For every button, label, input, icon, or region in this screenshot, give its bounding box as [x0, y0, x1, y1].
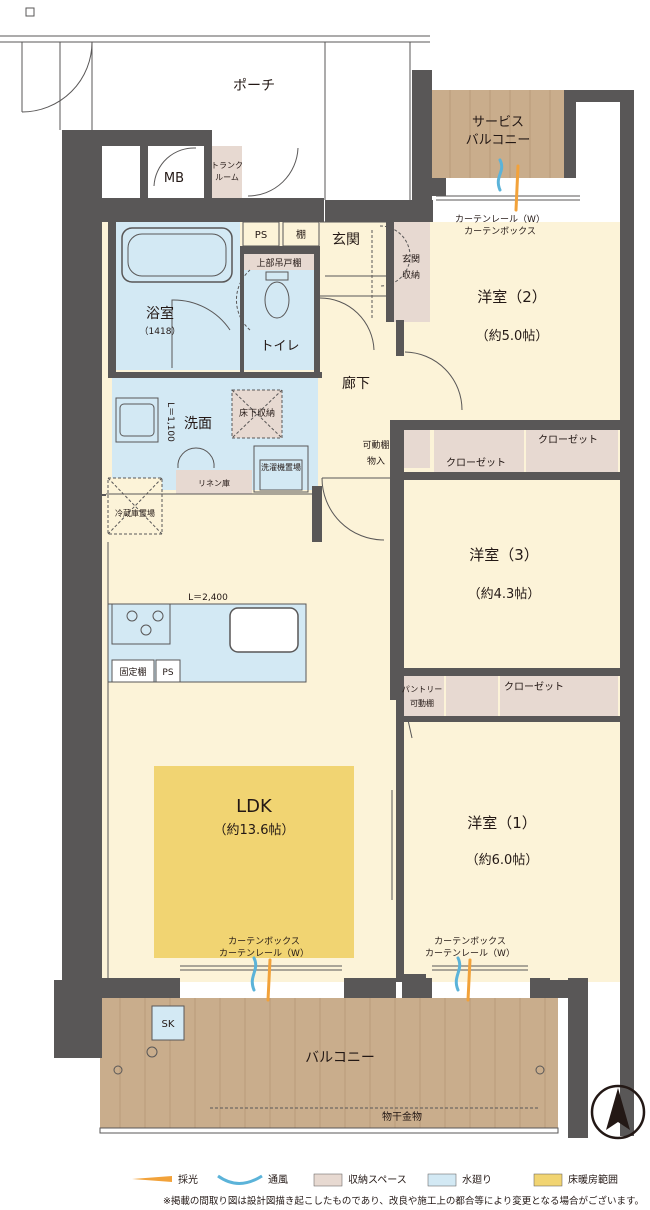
shelf-top-label: 棚 — [296, 228, 306, 241]
balcony-label: バルコニー — [305, 1050, 375, 1066]
closet-c-label: クローゼット — [504, 681, 564, 693]
balcony-rail — [99, 1127, 559, 1134]
curtain-western1-label-2: カーテンレール（W） — [425, 948, 515, 959]
curtain-western1-label-1: カーテンボックス — [434, 936, 506, 947]
underfloor-storage-label: 床下収納 — [239, 407, 275, 419]
mb-label: MB — [164, 171, 184, 186]
legend: 採光 通風 収納スペース 水廻り 床暖房範囲 — [132, 1173, 618, 1187]
service-balcony-grain — [449, 90, 551, 178]
balcony-grain — [119, 998, 546, 1128]
closet-a-floor — [434, 428, 524, 472]
legend-water-swatch — [427, 1173, 457, 1187]
toilet-bowl — [264, 281, 290, 319]
pantry-label-1: パントリー — [402, 685, 442, 694]
ps-kitchen-label: PS — [162, 668, 173, 678]
washer-area-label: 洗濯機置場 — [261, 462, 301, 472]
closet-a-label: クローゼット — [446, 457, 506, 469]
upper-cabinet-band — [244, 254, 314, 270]
service-balcony-label-2: バルコニー — [466, 133, 531, 148]
fridge-area-label: 冷蔵庫置場 — [115, 508, 155, 518]
entrance-dashes — [371, 225, 411, 320]
walls — [54, 70, 634, 1138]
legend-floor-heating-swatch — [533, 1173, 563, 1187]
closet-b-floor — [526, 428, 618, 472]
drain-left — [113, 1065, 123, 1075]
washer-pan — [253, 445, 309, 493]
bathtub — [121, 227, 233, 283]
western2-label: 洋室（2） — [477, 288, 547, 306]
closet-c-b-floor — [500, 676, 618, 716]
porch-outline — [0, 7, 430, 200]
trunk-room-label-2: ルーム — [215, 173, 239, 182]
hallway-label: 廊下 — [342, 375, 370, 392]
north-arrow-icon — [590, 1084, 646, 1140]
stove-icon — [111, 603, 171, 645]
sk-label: SK — [162, 1019, 175, 1030]
western3-label: 洋室（3） — [469, 546, 539, 564]
drying-hardware-label: 物干金物 — [382, 1110, 422, 1123]
western2-size-label: （約5.0帖） — [476, 329, 549, 344]
legend-daylight-label: 採光 — [178, 1173, 198, 1186]
trunk-room-label-1: トランク — [211, 161, 243, 170]
bath-size-label: （1418） — [140, 326, 181, 337]
movable-shelf-storage-label-2: 物入 — [367, 455, 385, 467]
ldk-label: LDK — [236, 796, 273, 817]
l-dim-vertical-label: L＝1,100 — [165, 402, 175, 442]
entrance-storage-floor — [392, 222, 430, 322]
ldk-size-label: （約13.6帖） — [214, 823, 295, 838]
kitchen-length-label: L＝2,400 — [188, 593, 228, 603]
door-swings — [153, 147, 463, 739]
western1-size-label: （約6.0帖） — [466, 853, 539, 868]
porch-label: ポーチ — [233, 78, 275, 94]
service-balcony-floor — [432, 90, 564, 178]
curtain-top-label-1: カーテンレール（W） — [455, 214, 545, 225]
toilet-label: トイレ — [260, 339, 299, 354]
sk-box — [151, 1005, 185, 1041]
bath-label: 浴室 — [146, 305, 174, 322]
kitchen-sink — [229, 607, 299, 653]
movable-shelf-storage-floor — [400, 430, 430, 468]
legend-storage-label: 収納スペース — [348, 1173, 407, 1186]
pantry-floor — [400, 676, 444, 716]
pantry-label-2: 可動棚 — [410, 698, 434, 708]
western3-size-label: （約4.3帖） — [468, 587, 541, 602]
thin-lines — [106, 221, 393, 978]
curtain-rails — [180, 195, 580, 971]
legend-daylight-swatch — [132, 1176, 172, 1182]
ventilation-arrows — [250, 158, 504, 992]
entrance-storage-label-2: 収納 — [402, 269, 420, 281]
fixed-shelf-label: 固定棚 — [119, 666, 146, 678]
closet-c-a-floor — [446, 676, 498, 716]
entrance-storage-label-1: 玄関 — [402, 253, 420, 265]
movable-shelf-storage-label-1: 可動棚 — [362, 439, 389, 451]
toilet-tank — [265, 271, 289, 281]
washroom-label: 洗面 — [184, 416, 212, 432]
upper-cabinet-label: 上部吊戸棚 — [256, 257, 301, 269]
entrance-label: 玄関 — [332, 231, 360, 248]
floor-heating-area — [154, 766, 354, 958]
legend-floor-heating-label: 床暖房範囲 — [568, 1173, 618, 1186]
bath-floor — [116, 222, 240, 370]
legend-water-label: 水廻り — [462, 1174, 492, 1186]
legend-ventilation-swatch — [217, 1174, 263, 1185]
curtain-ldk-label-1: カーテンボックス — [228, 936, 300, 947]
legend-ventilation-label: 通風 — [268, 1174, 288, 1186]
ps-top-label: PS — [255, 230, 267, 241]
curtain-top-label-2: カーテンボックス — [464, 226, 536, 237]
curtain-ldk-label-2: カーテンレール（W） — [219, 948, 309, 959]
bath-door-swing — [171, 299, 231, 368]
legend-storage-swatch — [313, 1173, 343, 1187]
closet-b-label: クローゼット — [538, 434, 598, 446]
daylight-arrows — [266, 164, 520, 1002]
western1-label: 洋室（1） — [467, 814, 537, 832]
linen-label: リネン庫 — [198, 478, 230, 488]
drain-right — [535, 1065, 545, 1075]
disclaimer-note: ※掲載の間取り図は設計図描き起こしたものであり、改良や施工上の都合等により変更と… — [162, 1196, 644, 1207]
linen-storage-floor — [176, 470, 252, 494]
wash-sink — [115, 397, 159, 443]
service-balcony-label-1: サービス — [472, 115, 524, 130]
trunk-room-floor — [212, 146, 242, 198]
toilet-floor — [243, 254, 315, 370]
